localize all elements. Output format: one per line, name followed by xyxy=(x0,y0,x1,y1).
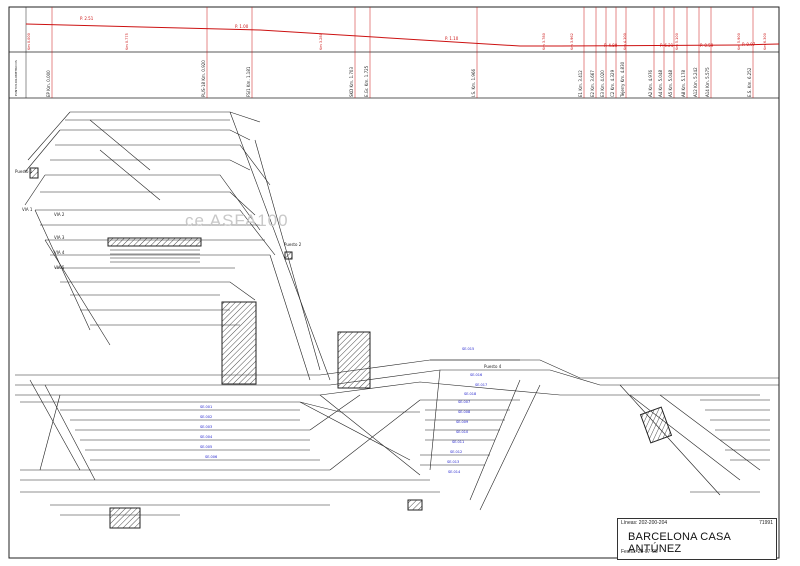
drawing-frame xyxy=(8,6,780,559)
km-label: I.S. Km. 1.966 xyxy=(471,68,476,97)
gradient-label: P. 0.59 xyxy=(700,43,714,48)
via-label: VIA 5 xyxy=(54,265,65,270)
gradient-point-label: Km 3.962 xyxy=(570,33,574,50)
km-label: FS/1 Km. 1.181 xyxy=(246,66,251,97)
track-number-label: SE.017 xyxy=(475,383,487,387)
km-label: A8 Km. 5.178 xyxy=(681,69,686,97)
track-number-label: SE.011 xyxy=(452,440,464,444)
via-label: VIA 3 xyxy=(54,235,65,240)
track-number-label: SE.002 xyxy=(200,415,212,419)
goods-shed xyxy=(221,301,257,385)
track-number-label: SE.007 xyxy=(458,400,470,404)
gradient-label: P. 4.80 xyxy=(604,43,618,48)
track-number-label: SE.018 xyxy=(464,392,476,396)
gradient-point-label: Km 3.280 xyxy=(319,33,323,50)
puesto-label: Puesto 2 xyxy=(284,242,302,247)
right-shed xyxy=(639,406,673,444)
title-block-date: Fecha: 28-07-06 xyxy=(621,549,658,555)
track-number-label: SE.004 xyxy=(200,435,213,439)
puesto-1-box xyxy=(29,167,39,179)
track-number-label: SE.010 xyxy=(456,430,468,434)
km-label: A14 Km. 5.575 xyxy=(705,67,710,97)
profile-strip: P. 2.51 P. 1.00 P. 1.10 P. 4.80 P. 6.21 P. 0.… xyxy=(9,7,780,99)
km-label: E.S. Km. 6.252 xyxy=(747,67,752,97)
track-number-label: SE.015 xyxy=(462,347,474,351)
via-label: VIA 1 xyxy=(22,207,33,212)
platform-lines xyxy=(110,249,200,263)
via-label: VIA 4 xyxy=(54,250,65,255)
track-number-label: SE.005 xyxy=(200,445,212,449)
track-number-label: SE.006 xyxy=(205,455,217,459)
track-number-label: SE.013 xyxy=(447,460,459,464)
puesto-2-box xyxy=(284,251,293,260)
small-shed xyxy=(407,499,423,511)
lower-building xyxy=(109,507,141,529)
km-label: Tejerry Km. 4.830 xyxy=(620,61,625,98)
via-label: VIA 2 xyxy=(54,212,65,217)
km-label: A2 Km. 4.976 xyxy=(648,69,653,97)
platform-building xyxy=(107,237,202,247)
track-label-group: SE.001SE.002SE.003SE.004SE.005SE.006SE.0… xyxy=(200,347,487,474)
km-label: EP Km. 0.000 xyxy=(46,70,51,97)
puesto-label: Puesto 1 xyxy=(15,169,33,174)
gradient-point-label: Km 3.780 xyxy=(542,33,546,50)
title-block-lines: Líneas: 202-200-204 xyxy=(621,520,668,526)
station-title: BARCELONA CASA ANTÚNEZ xyxy=(628,531,731,555)
gradient-point-label: Km 0.000 xyxy=(27,33,31,50)
title-block-plan-number: 71991 xyxy=(759,520,773,526)
gradient-label: P. 1.10 xyxy=(445,36,459,41)
profile-label: PUNTOS KILOMETRICOS xyxy=(14,60,18,96)
depot-building xyxy=(337,331,371,389)
buildings xyxy=(29,167,673,529)
km-label: C2 Km. 4.329 xyxy=(610,69,615,97)
gradient-label: P. 1.00 xyxy=(235,24,249,29)
gradient-profile-line xyxy=(25,23,780,47)
gradient-point-label: Km 5.900 xyxy=(737,33,741,50)
title-block: Líneas: 202-200-204 71991 BARCELONA CASA… xyxy=(617,518,777,560)
track-number-label: SE.001 xyxy=(200,405,212,409)
gradient-point-label: Km 0.775 xyxy=(125,33,129,50)
gradient-label: P. 6.21 xyxy=(660,43,674,48)
km-label: E2 Km. 3.667 xyxy=(590,70,595,97)
km-label: A5 Km. 5.048 xyxy=(668,69,673,97)
gradient-point-label: Km 5.100 xyxy=(675,33,679,50)
track-number-label: SE.014 xyxy=(448,470,461,474)
km-label: A4 Km. 5.048 xyxy=(658,69,663,97)
track-number-label: SE.016 xyxy=(470,373,482,377)
gradient-label: P. 0.97 xyxy=(742,42,756,47)
km-label: PL/S-18 Km. 0.920 xyxy=(201,60,206,97)
track-number-label: SE.008 xyxy=(458,410,470,414)
km-label: E1 Km. 3.412 xyxy=(578,70,583,97)
gradient-point-label: Km 6.300 xyxy=(763,33,767,50)
gradient-label: P. 2.51 xyxy=(80,16,94,21)
track-number-label: SE.009 xyxy=(456,420,468,424)
km-label: E.Gr. Km. 1.725 xyxy=(364,65,369,97)
km-label: A12 Km. 5.242 xyxy=(693,67,698,97)
km-label: E3 Km. 4.020 xyxy=(600,70,605,97)
watermark: ce ASFA100 xyxy=(185,211,289,230)
track-lines xyxy=(15,111,779,516)
via-labels: VIA 1 VIA 2 VIA 3 VIA 4 VIA 5 Puesto 1 P… xyxy=(15,169,502,369)
km-label: SKD Km. 1.703 xyxy=(349,67,354,97)
puesto-label: Puesto 4 xyxy=(484,364,502,369)
track-number-label: SE.012 xyxy=(450,450,462,454)
km-ticks xyxy=(51,7,754,98)
gradient-point-label: Km 4.100 xyxy=(623,33,627,50)
track-number-label: SE.003 xyxy=(200,425,212,429)
